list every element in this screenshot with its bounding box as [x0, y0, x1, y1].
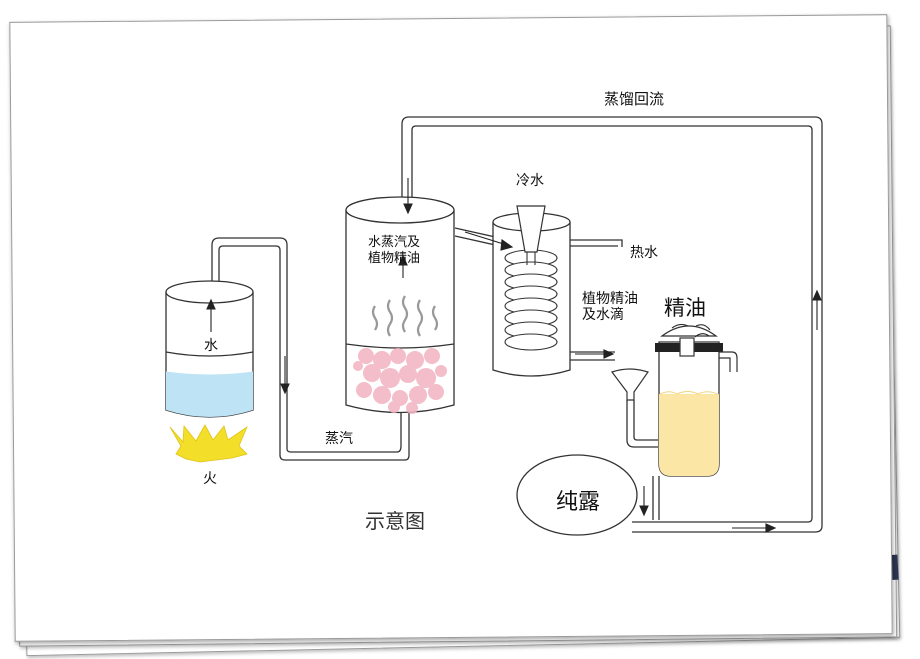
flower-petals — [353, 348, 447, 414]
steam-label: 蒸汽 — [325, 431, 353, 447]
hot-water-label: 热水 — [630, 245, 658, 261]
oil-drops-label-line1: 植物精油 — [582, 291, 638, 307]
hot-water-pipe — [570, 239, 623, 247]
water-steam-pipe — [211, 237, 402, 453]
condenser — [492, 205, 571, 377]
reflux-pipe-inner — [411, 125, 813, 523]
steam-waves-icon — [371, 295, 439, 337]
water-steam-pipe-inner — [218, 245, 410, 461]
oil-drops-label-line2: 及水滴 — [582, 307, 624, 323]
funnel — [611, 368, 649, 401]
reflux-pipe — [401, 116, 823, 533]
arrow-icon — [206, 178, 822, 533]
essential-oil-label: 精油 — [664, 296, 706, 320]
reflux-label: 蒸馏回流 — [604, 90, 665, 108]
boiler — [165, 280, 254, 418]
drain-pipe — [652, 476, 660, 520]
hydrosol-label: 纯露 — [556, 490, 601, 515]
steam-oil-label-line1: 水蒸汽及 — [368, 235, 421, 250]
steam-oil-label-line2: 植物精油 — [368, 251, 421, 266]
hydrosol-pipe — [626, 400, 658, 448]
water-label: 水 — [204, 338, 218, 354]
hydrosol-container — [516, 454, 638, 536]
still — [345, 196, 455, 414]
diagram-caption: 示意图 — [365, 509, 425, 533]
separator-flask — [655, 323, 738, 477]
fire-label: 火 — [203, 471, 217, 487]
flame-icon — [169, 424, 248, 463]
cold-water-label: 冷水 — [516, 173, 544, 189]
